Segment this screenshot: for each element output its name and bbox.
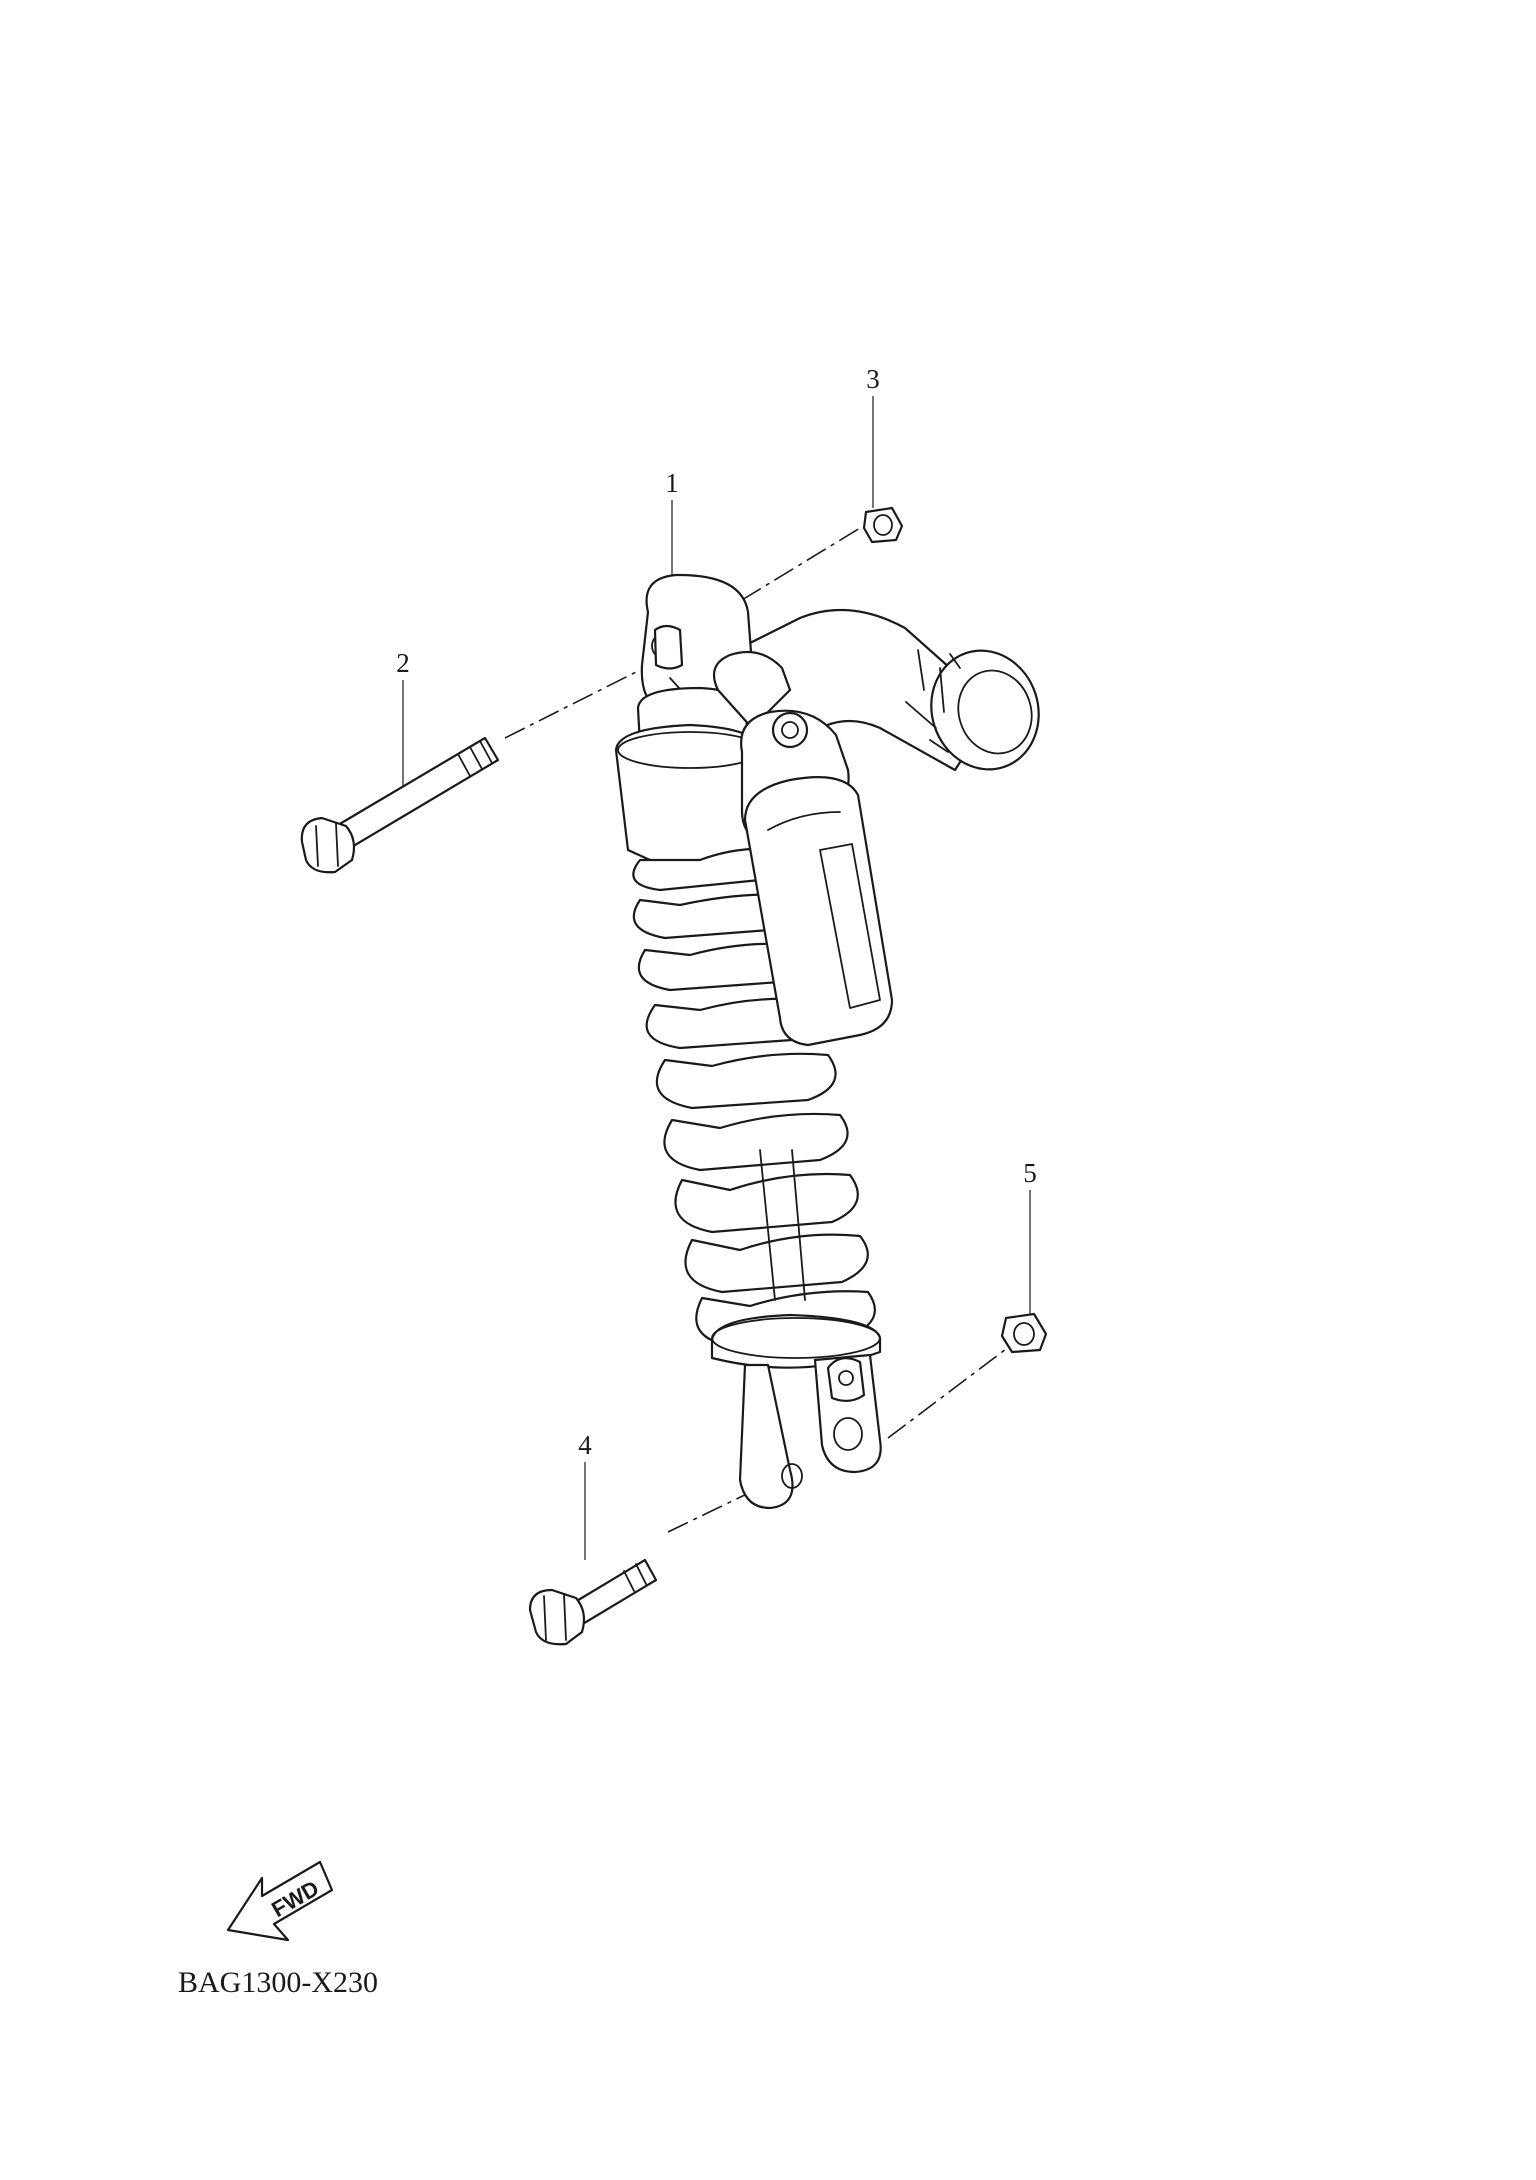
callout-2: 2 [396,648,410,678]
upper-bolt [300,736,500,874]
shock-absorber [614,573,1040,1510]
callout-3: 3 [866,364,880,394]
callout-leaders [402,396,1031,1560]
lower-spring-seat [710,1313,882,1369]
callout-numbers: 1 2 3 4 5 [396,364,1037,1460]
reservoir-canister [712,650,894,1047]
callout-1: 1 [665,468,679,498]
lower-nut [1000,1312,1048,1354]
callout-5: 5 [1023,1158,1037,1188]
callout-4: 4 [578,1430,592,1460]
lower-clevis [738,1353,882,1510]
upper-nut [862,506,904,544]
fwd-arrow-icon: FWD [226,1860,334,1942]
piston-shaft [759,1149,806,1301]
coil-spring [632,847,876,1348]
assembly-dash-lines [504,527,1019,1533]
diagram-code: BAG1300-X230 [178,1966,378,1999]
lower-bolt [528,1558,658,1646]
